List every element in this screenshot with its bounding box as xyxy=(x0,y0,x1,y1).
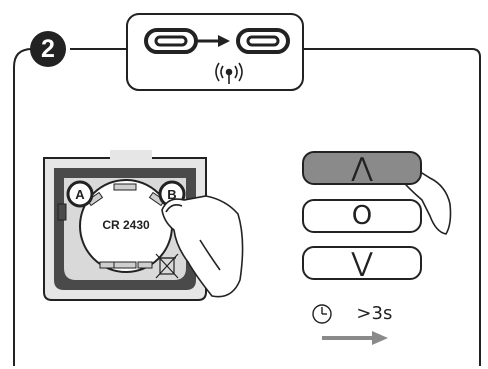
button-b-label: B xyxy=(167,187,176,202)
arrow-right-icon xyxy=(196,35,230,47)
hold-duration-value: >3s xyxy=(356,303,393,324)
battery-label: CR 2430 xyxy=(102,218,150,232)
link-icon xyxy=(236,28,290,54)
stop-button[interactable]: O xyxy=(302,199,422,233)
step-number-badge: 2 xyxy=(30,31,66,67)
arrow-right-icon xyxy=(322,331,388,345)
down-symbol: ⋁ xyxy=(351,248,373,278)
remote-illustration: A B xyxy=(43,150,207,301)
button-a-label: A xyxy=(75,187,85,202)
down-button[interactable]: ⋁ xyxy=(302,246,422,280)
up-button[interactable]: ⋀ xyxy=(302,151,422,185)
pairing-icon-box xyxy=(126,13,304,91)
recycle-bin-crossed-icon xyxy=(155,253,179,279)
clock-icon xyxy=(312,304,332,324)
up-symbol: ⋀ xyxy=(351,153,373,183)
stop-symbol: O xyxy=(351,201,373,231)
radio-signal-icon xyxy=(215,62,243,84)
hold-duration-label: ⌚>3s xyxy=(334,303,392,324)
hand-illustration-left xyxy=(161,195,244,298)
